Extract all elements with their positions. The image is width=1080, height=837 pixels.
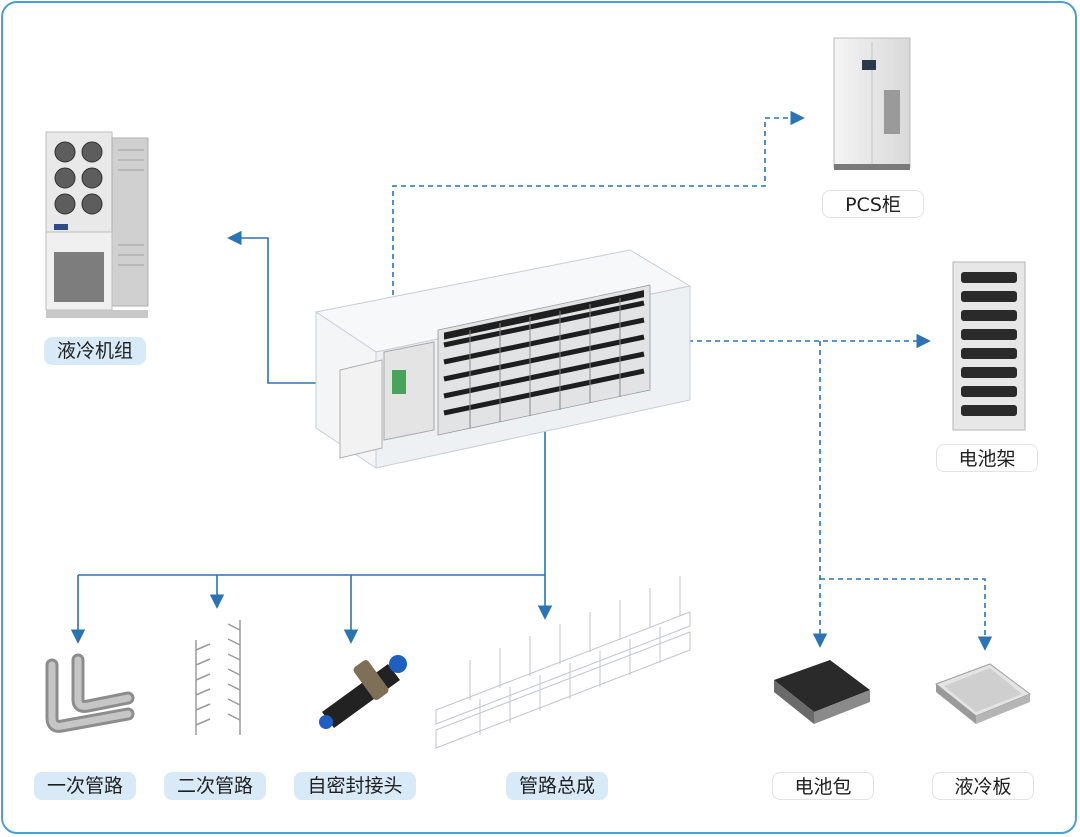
label-liquid-chiller: 液冷机组 bbox=[44, 337, 146, 365]
battery-rack-image bbox=[952, 261, 1026, 431]
arrow-to-pcs bbox=[392, 110, 805, 340]
connector-lines bbox=[70, 110, 993, 651]
secondary-pipe-image bbox=[195, 620, 241, 735]
liquid-chiller-image bbox=[45, 131, 149, 318]
cold-plate-image bbox=[934, 663, 1032, 724]
label-primary-pipe: 一次管路 bbox=[34, 772, 136, 800]
arrow-to-cold-plate bbox=[820, 578, 993, 651]
label-secondary-pipe: 二次管路 bbox=[164, 772, 266, 800]
primary-pipe-image bbox=[45, 653, 135, 733]
pcs-cabinet-image bbox=[833, 37, 911, 170]
pipe-assembly-image bbox=[435, 576, 691, 749]
label-pcs-cabinet: PCS柜 bbox=[822, 190, 924, 218]
battery-pack-image bbox=[774, 660, 870, 724]
label-cold-plate: 液冷板 bbox=[932, 772, 1034, 800]
label-pipe-assembly: 管路总成 bbox=[506, 772, 608, 800]
label-battery-rack: 电池架 bbox=[936, 444, 1038, 472]
label-battery-pack: 电池包 bbox=[772, 772, 874, 800]
arrow-to-chiller bbox=[227, 230, 350, 384]
container-image bbox=[314, 249, 692, 469]
self-seal-connector-image bbox=[319, 655, 407, 729]
label-self-seal-connector: 自密封接头 bbox=[294, 772, 416, 800]
